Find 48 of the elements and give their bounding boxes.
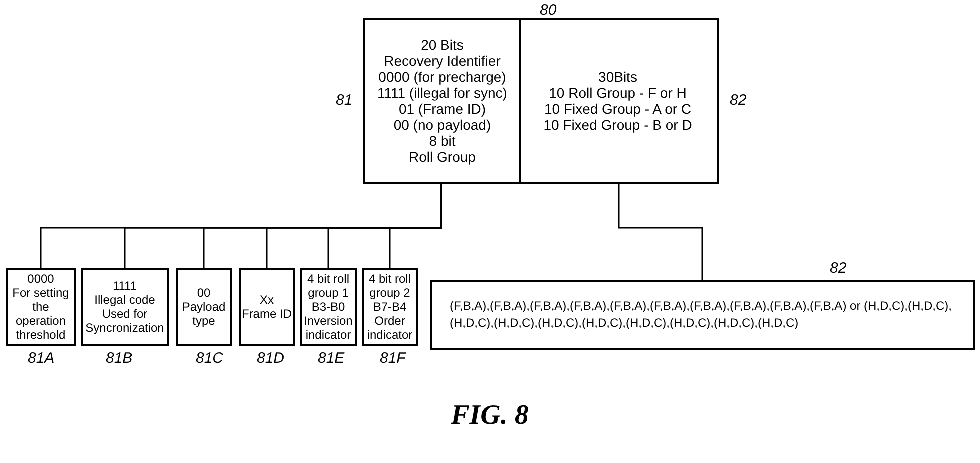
box-text: 4 bit roll group 2 bbox=[368, 272, 412, 300]
box-text: B3-B0 bbox=[312, 300, 346, 314]
reference-numeral: 81E bbox=[318, 350, 345, 367]
box-text: 0000 bbox=[28, 272, 54, 286]
reference-numeral: 81 bbox=[336, 92, 353, 109]
box-text: 00 bbox=[197, 286, 211, 300]
reference-numeral: 81D bbox=[257, 350, 285, 367]
box-text: Frame ID bbox=[242, 307, 292, 321]
field-box bbox=[239, 268, 295, 346]
box-text: Inversion indicator bbox=[303, 314, 354, 342]
box-text: 8 bit bbox=[429, 133, 456, 149]
figure-caption: FIG. 8 bbox=[451, 400, 529, 432]
box-text: 10 Roll Group - F or H bbox=[549, 85, 687, 101]
reference-numeral: 81A bbox=[28, 350, 55, 367]
connector-line bbox=[618, 184, 704, 280]
frame-box bbox=[363, 18, 719, 184]
box-text: 30Bits bbox=[598, 69, 638, 85]
box-text: For setting the operation threshold bbox=[12, 286, 70, 342]
box-text: Payload type bbox=[181, 300, 227, 328]
box-text: Xx bbox=[260, 293, 274, 307]
reference-numeral: 82 bbox=[730, 92, 747, 109]
box-text: 10 Fixed Group - A or C bbox=[544, 101, 692, 117]
reference-numeral: 82 bbox=[830, 260, 847, 277]
box-text: 4 bit roll group 1 bbox=[306, 272, 351, 300]
box-text: 01 (Frame ID) bbox=[398, 101, 486, 117]
box-text: Recovery Identifier bbox=[384, 53, 501, 69]
box-text: 1111 bbox=[112, 279, 138, 293]
box-text: (F,B,A),(F,B,A),(F,B,A),(F,B,A),(F,B,A),(F,B,A),(F,B,A),(F,B,A),(F,B,A),(F,B,A) or (H,D,C),(H,D,C),(H,D,C),(H,D,C),(H,D,C),(H,D,C),(H,D,C),(H,D,C),(H,D,C),(H,D,C) bbox=[450, 298, 954, 332]
field-box bbox=[6, 268, 76, 346]
box-text: Illegal code Used for Syncronization bbox=[84, 293, 166, 335]
field-box bbox=[300, 268, 357, 346]
field-box bbox=[362, 268, 418, 346]
sequence-box bbox=[430, 280, 975, 350]
field-box bbox=[81, 268, 169, 346]
reference-numeral: 80 bbox=[540, 2, 557, 19]
box-text: Roll Group bbox=[409, 149, 476, 165]
connector-line bbox=[389, 184, 442, 268]
box-text: 0000 (for precharge) bbox=[378, 69, 506, 85]
box-text: 10 Fixed Group - B or D bbox=[544, 117, 692, 133]
box-text: Order indicator bbox=[366, 314, 414, 342]
reference-numeral: 81B bbox=[106, 350, 133, 367]
box-text: 00 (no payload) bbox=[394, 117, 492, 133]
reference-numeral: 81C bbox=[196, 350, 224, 367]
box-text: B7-B4 bbox=[373, 300, 407, 314]
box-text: 20 Bits bbox=[421, 37, 464, 53]
reference-numeral: 81F bbox=[380, 350, 406, 367]
box-text: 1111 (illegal for sync) bbox=[378, 85, 508, 101]
field-box bbox=[176, 268, 232, 346]
